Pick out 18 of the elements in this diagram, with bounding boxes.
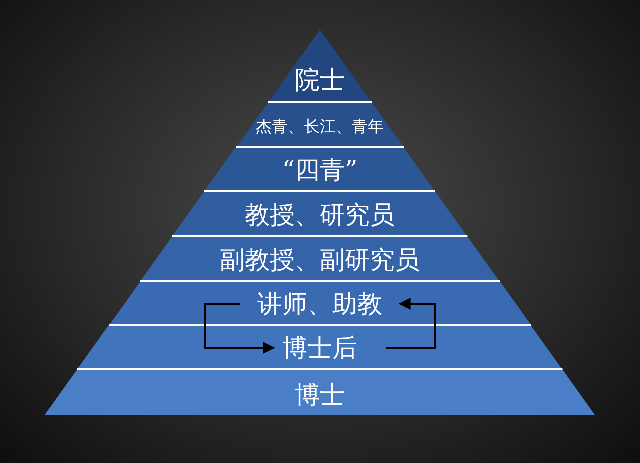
level-label: 杰青、长江、青年 [256,119,384,135]
pyramid-tier [204,148,436,192]
arrow [386,298,436,349]
level-label: 博士后 [282,336,358,360]
pyramid-tier [108,282,532,326]
pyramid-tier [172,192,468,237]
level-label: 教授、研究员 [244,202,395,228]
pyramid-tier [268,30,372,103]
level-label: 院士 [294,68,345,92]
level-label: 副教授、副研究员 [220,248,420,272]
arrow [204,303,276,354]
pyramid-tier [140,237,500,282]
pyramid-tier [45,370,595,415]
level-label: “四青” [282,158,358,182]
level-label: 讲师、助教 [257,292,382,316]
pyramid-tier [77,326,563,370]
pyramid-tier [236,103,404,148]
level-label: 博士 [295,382,345,408]
